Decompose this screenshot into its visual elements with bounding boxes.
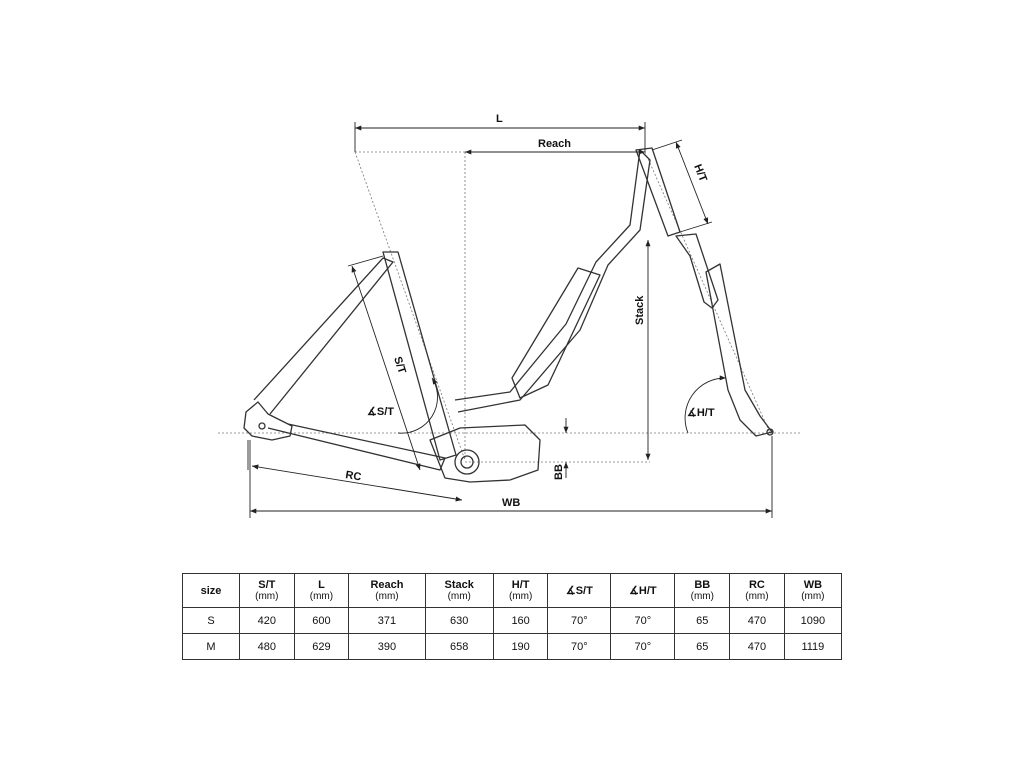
header-reach: Reach(mm) [348, 573, 426, 608]
table-cell: 600 [293, 607, 350, 634]
table-cell: 65 [674, 633, 731, 660]
label-ht: H/T [691, 163, 709, 184]
label-L: L [496, 113, 503, 125]
label-st-angle: ∡S/T [367, 406, 394, 418]
header-ht-angle: ∡H/T [610, 573, 676, 608]
motor-housing [429, 424, 541, 483]
dimensions: L Reach H/T Stack S/T ∡S/T ∡H/T RC BB W [247, 113, 773, 518]
table-cell: 1119 [783, 633, 843, 660]
header-size: size [182, 573, 240, 608]
table-cell: 420 [239, 607, 295, 634]
seat-stay [253, 257, 394, 415]
table-cell: 371 [348, 607, 426, 634]
table-cell: 70° [547, 607, 612, 634]
bike-frame [243, 147, 774, 483]
chain-stay [267, 423, 446, 471]
table-cell: 470 [729, 607, 785, 634]
rear-axle [258, 422, 266, 430]
label-st: S/T [391, 355, 408, 375]
table-header-row: size S/T(mm) L(mm) Reach(mm) Stack(mm) H… [182, 573, 843, 608]
table-row: M 480 629 390 658 190 70° 70° 65 470 111… [182, 633, 843, 660]
label-reach: Reach [538, 138, 571, 150]
geometry-table: size S/T(mm) L(mm) Reach(mm) Stack(mm) H… [182, 573, 843, 660]
table-cell: 390 [348, 633, 426, 660]
table-cell: 480 [239, 633, 295, 660]
head-tube [635, 147, 681, 237]
table-cell: 1090 [783, 607, 843, 634]
header-l: L(mm) [293, 573, 350, 608]
seat-tube [382, 251, 457, 461]
table-row: S 420 600 371 630 160 70° 70° 65 470 109… [182, 607, 843, 634]
header-rc: RC(mm) [729, 573, 785, 608]
header-ht: H/T(mm) [492, 573, 549, 608]
table-cell: S [182, 607, 240, 634]
label-wb: WB [502, 497, 520, 509]
bike-geometry-diagram: L Reach H/T Stack S/T ∡S/T ∡H/T RC BB W [218, 113, 800, 518]
down-tube [454, 149, 651, 413]
front-axle [766, 428, 774, 436]
header-bb: BB(mm) [674, 573, 731, 608]
table-cell: 630 [424, 607, 494, 634]
table-cell: 70° [610, 633, 676, 660]
table-cell: 70° [547, 633, 612, 660]
header-st-angle: ∡S/T [547, 573, 612, 608]
label-ht-angle: ∡H/T [687, 407, 715, 419]
table-cell: 658 [424, 633, 494, 660]
table-cell: 629 [293, 633, 350, 660]
table-cell: 160 [492, 607, 549, 634]
fork [675, 233, 719, 309]
rear-dropout [243, 401, 293, 441]
table-cell: 190 [492, 633, 549, 660]
header-stack: Stack(mm) [424, 573, 494, 608]
crank-outer [454, 449, 480, 475]
fork-leg [705, 263, 773, 437]
table-cell: M [182, 633, 240, 660]
crank-inner [460, 455, 474, 469]
table-cell: 470 [729, 633, 785, 660]
label-bb: BB [553, 464, 565, 480]
header-st: S/T(mm) [239, 573, 295, 608]
label-rc: RC [345, 469, 363, 483]
header-wb: WB(mm) [783, 573, 843, 608]
label-stack: Stack [634, 295, 646, 325]
table-cell: 70° [610, 607, 676, 634]
battery [511, 267, 601, 399]
table-cell: 65 [674, 607, 731, 634]
